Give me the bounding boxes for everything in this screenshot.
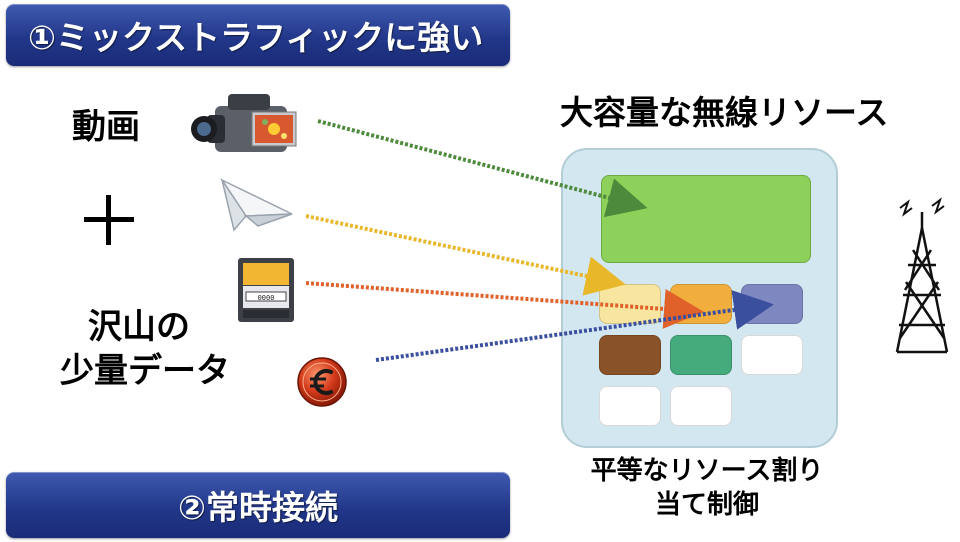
resource-block-green bbox=[670, 335, 732, 375]
arrow-video bbox=[317, 119, 648, 218]
resource-block-empty bbox=[741, 335, 803, 375]
arrow-message bbox=[305, 214, 626, 296]
resource-title: 大容量な無線リソース bbox=[560, 93, 889, 132]
banner-always-connected: ②常時接続 bbox=[6, 472, 510, 538]
plus-sign bbox=[84, 195, 134, 245]
resource-block-empty bbox=[599, 386, 661, 426]
video-label: 動画 bbox=[72, 107, 140, 147]
small-data-label-line1: 沢山の bbox=[88, 307, 190, 347]
resource-block-brown bbox=[599, 335, 661, 375]
svg-text:0000: 0000 bbox=[258, 294, 275, 302]
arrow-meter bbox=[305, 281, 704, 329]
video-camera-icon bbox=[191, 94, 297, 152]
banner-mixed-traffic-text: ①ミックストラフィックに強い bbox=[28, 18, 484, 57]
banner-always-connected-text: ②常時接続 bbox=[178, 488, 338, 527]
resource-caption-line1: 平等なリソース割り bbox=[590, 456, 824, 486]
arrow-payment bbox=[375, 290, 774, 362]
resource-block-empty bbox=[670, 386, 732, 426]
radio-tower-icon bbox=[895, 197, 949, 354]
resource-caption-line2: 当て制御 bbox=[654, 490, 759, 520]
banner-mixed-traffic: ①ミックストラフィックに強い bbox=[6, 4, 510, 66]
electric-meter-icon: 0000 bbox=[238, 258, 294, 322]
euro-coin-icon bbox=[297, 357, 347, 407]
paper-plane-icon bbox=[219, 178, 293, 232]
small-data-label-line2: 少量データ bbox=[60, 351, 230, 391]
